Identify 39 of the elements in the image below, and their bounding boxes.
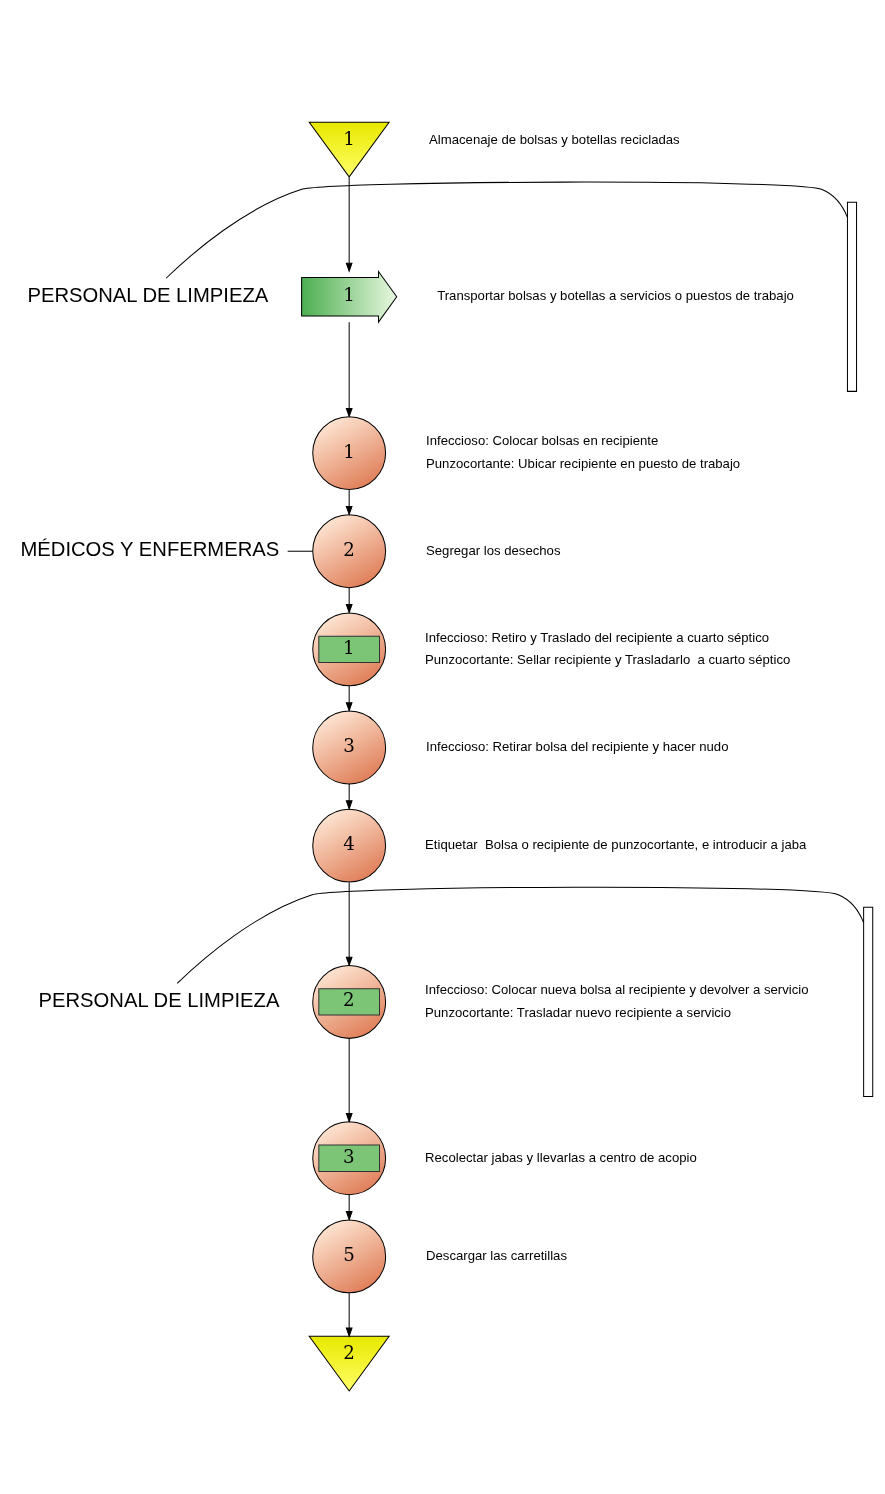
arrow bbox=[345, 1193, 353, 1221]
arrow bbox=[345, 783, 353, 810]
node-circle: 1 bbox=[312, 415, 387, 490]
node-label: Infeccioso: Retirar bolsa del recipiente y hacer nudo bbox=[426, 738, 729, 754]
node-label: Punzocortante: Ubicar recipiente en puesto de trabajo bbox=[426, 455, 741, 471]
node-circle: 1 bbox=[312, 611, 387, 686]
node-label: Punzocortante: Trasladar nuevo recipiente a servicio bbox=[425, 1004, 732, 1020]
node-text: MÉDICOS Y ENFERMERAS bbox=[20, 537, 280, 560]
node-circle: 3 bbox=[312, 710, 387, 784]
node-label: Descargar las carretillas bbox=[426, 1247, 568, 1263]
node-circle: 4 bbox=[312, 808, 387, 883]
node-label: Punzocortante: Sellar recipiente y Trasladarlo a cuarto séptico bbox=[425, 651, 791, 667]
node-circle: 2 bbox=[312, 964, 387, 1039]
node-label: Infeccioso: Colocar nueva bolsa al recipiente y devolver a servicio bbox=[425, 981, 809, 997]
arrow bbox=[345, 176, 353, 273]
connector bbox=[287, 550, 314, 552]
node-bracket bbox=[863, 906, 874, 1097]
node-label: Recolectar jabas y llevarlas a centro de acopio bbox=[425, 1149, 697, 1165]
connector bbox=[165, 181, 848, 279]
node-label: Segregar los desechos bbox=[426, 542, 561, 558]
arrow bbox=[345, 1037, 353, 1123]
node-label: Infeccioso: Retiro y Traslado del recipiente a cuarto séptico bbox=[425, 629, 770, 645]
arrow bbox=[345, 586, 353, 614]
node-circle: 2 bbox=[312, 513, 387, 588]
node-text: PERSONAL DE LIMPIEZA bbox=[27, 283, 269, 306]
node-circle: 3 bbox=[312, 1120, 387, 1195]
arrow bbox=[345, 1291, 353, 1338]
node-label: Infeccioso: Colocar bolsas en recipiente bbox=[426, 432, 659, 448]
node-label: Etiquetar Bolsa o recipiente de punzocortante, e introducir a jaba bbox=[425, 836, 807, 852]
node-text: PERSONAL DE LIMPIEZA bbox=[38, 988, 280, 1011]
arrow bbox=[345, 881, 353, 967]
node-bracket bbox=[846, 201, 858, 392]
arrow bbox=[345, 321, 353, 418]
connector bbox=[176, 886, 865, 984]
node-label: Transportar bolsas y botellas a servicios o puestos de trabajo bbox=[437, 287, 794, 303]
node-label: Almacenaje de bolsas y botellas recicladas bbox=[429, 131, 680, 147]
arrow bbox=[345, 488, 353, 516]
arrow bbox=[345, 684, 353, 712]
node-circle: 5 bbox=[312, 1218, 387, 1293]
